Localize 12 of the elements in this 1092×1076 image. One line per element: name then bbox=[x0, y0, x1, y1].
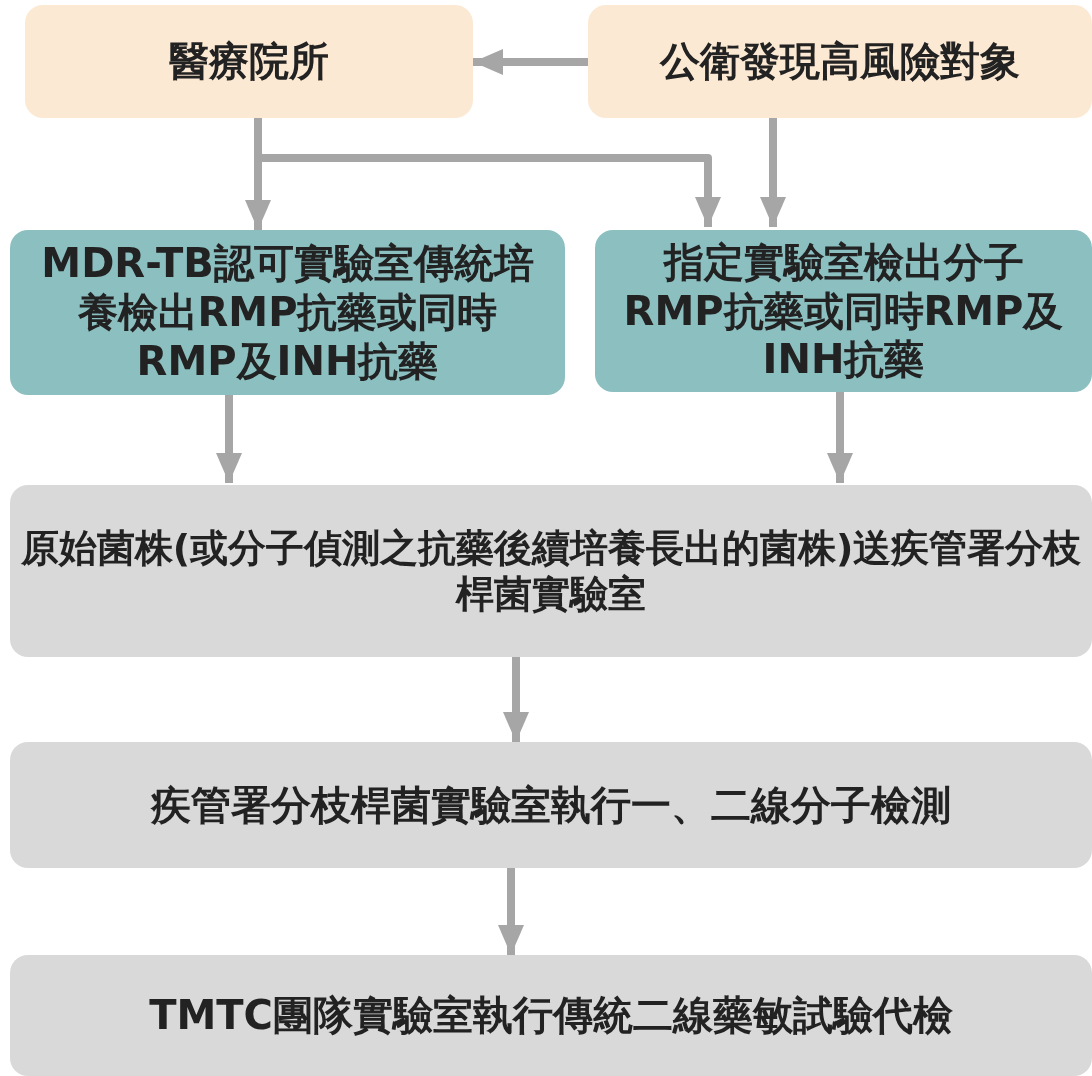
arrow bbox=[503, 657, 529, 742]
arrow bbox=[473, 49, 588, 75]
arrow bbox=[827, 392, 853, 483]
arrow bbox=[216, 395, 242, 483]
arrow bbox=[498, 868, 524, 955]
process-box: MDR-TB認可實驗室傳統培養檢出RMP抗藥或同時RMP及INH抗藥 bbox=[10, 230, 565, 395]
process-box: 原始菌株(或分子偵測之抗藥後續培養長出的菌株)送疾管署分枝桿菌實驗室 bbox=[10, 485, 1092, 657]
process-box: 指定實驗室檢出分子RMP抗藥或同時RMP及INH抗藥 bbox=[595, 230, 1092, 392]
process-box: 公衛發現高風險對象 bbox=[588, 5, 1092, 118]
process-box: 疾管署分枝桿菌實驗室執行一、二線分子檢測 bbox=[10, 742, 1092, 868]
process-box: 醫療院所 bbox=[25, 5, 473, 118]
process-box: TMTC團隊實驗室執行傳統二線藥敏試驗代檢 bbox=[10, 955, 1092, 1076]
